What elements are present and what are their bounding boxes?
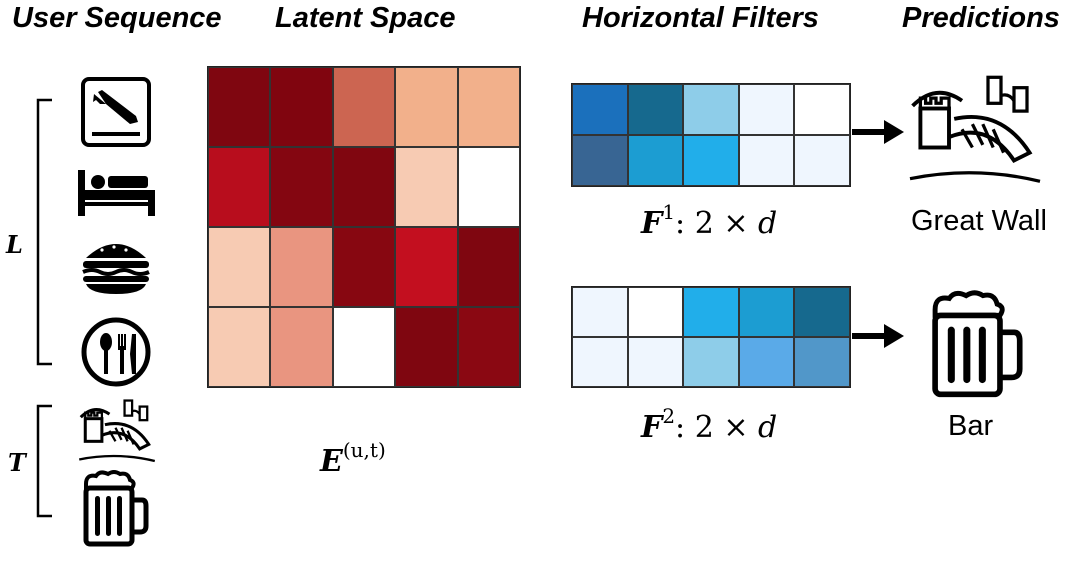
filter-2-cell <box>627 337 684 387</box>
burger-icon <box>82 244 150 294</box>
filter-2-cell <box>627 287 684 337</box>
embedding-cell <box>208 227 271 307</box>
embedding-cell <box>395 227 458 307</box>
arrow-right-icon <box>852 324 904 348</box>
filter-1-cell <box>627 135 684 186</box>
embedding-cell <box>332 67 396 147</box>
embedding-cell <box>270 147 333 227</box>
embedding-matrix <box>207 66 521 388</box>
filter-2-cell <box>572 337 628 387</box>
embedding-cell <box>270 67 333 147</box>
bracket-l <box>36 98 52 366</box>
filter-1-label: F1: 2 × d <box>641 202 778 241</box>
embedding-cell <box>208 147 271 227</box>
prediction-label-bar: Bar <box>948 410 994 442</box>
beer-mug-icon <box>83 470 149 547</box>
hotel-bed-icon <box>78 170 155 216</box>
bracket-l-label: L <box>6 230 23 259</box>
filter-2-matrix <box>571 286 851 388</box>
embedding-label-main: E <box>320 444 343 479</box>
filter-1-cell <box>572 135 628 186</box>
filter-1-cell <box>738 84 795 135</box>
filter-1-label-sup: 1 <box>662 200 676 224</box>
great-wall-icon <box>909 75 1041 183</box>
embedding-cell <box>332 227 396 307</box>
bracket-t-label: T <box>8 448 26 477</box>
embedding-cell <box>457 67 520 147</box>
header-horizontal-filters: Horizontal Filters <box>582 2 819 34</box>
header-latent-space: Latent Space <box>275 2 456 34</box>
filter-2-cell <box>572 287 628 337</box>
filter-1-cell <box>627 84 684 135</box>
filter-2-cell <box>738 287 795 337</box>
embedding-cell <box>395 307 458 387</box>
embedding-cell <box>332 147 396 227</box>
embedding-cell <box>270 227 333 307</box>
filter-2-label-d: d <box>758 410 778 445</box>
filter-1-cell <box>572 84 628 135</box>
filter-1-cell <box>683 84 739 135</box>
filter-2-cell <box>738 337 795 387</box>
filter-1-label-main: F <box>641 206 663 241</box>
filter-1-matrix <box>571 83 851 187</box>
filter-2-label-rest: : 2 × <box>675 410 758 445</box>
embedding-cell <box>208 307 271 387</box>
arrow-right-icon <box>852 120 904 144</box>
filter-2-label-main: F <box>641 410 663 445</box>
header-predictions: Predictions <box>902 2 1060 34</box>
embedding-cell <box>332 307 396 387</box>
embedding-cell <box>457 147 520 227</box>
great-wall-icon <box>79 399 156 463</box>
airplane-landing-icon <box>81 77 151 147</box>
filter-2-label: F2: 2 × d <box>641 406 778 445</box>
filter-1-label-rest: : 2 × <box>675 206 758 241</box>
filter-2-label-sup: 2 <box>662 404 676 428</box>
filter-2-cell <box>794 287 850 337</box>
filter-1-cell <box>683 135 739 186</box>
filter-2-cell <box>683 337 739 387</box>
embedding-label: E(u,t) <box>320 440 386 479</box>
embedding-cell <box>457 227 520 307</box>
filter-1-cell <box>738 135 795 186</box>
embedding-cell <box>395 67 458 147</box>
embedding-cell <box>457 307 520 387</box>
header-user-sequence: User Sequence <box>12 2 222 34</box>
beer-mug-icon <box>932 290 1023 398</box>
prediction-label-great-wall: Great Wall <box>911 205 1047 237</box>
filter-1-cell <box>794 135 850 186</box>
embedding-label-sup: (u,t) <box>342 438 386 462</box>
filter-1-label-d: d <box>758 206 778 241</box>
filter-1-cell <box>794 84 850 135</box>
filter-2-cell <box>794 337 850 387</box>
bracket-t <box>36 404 52 518</box>
filter-2-cell <box>683 287 739 337</box>
embedding-cell <box>395 147 458 227</box>
embedding-cell <box>270 307 333 387</box>
embedding-cell <box>208 67 271 147</box>
restaurant-plate-icon <box>81 317 151 387</box>
